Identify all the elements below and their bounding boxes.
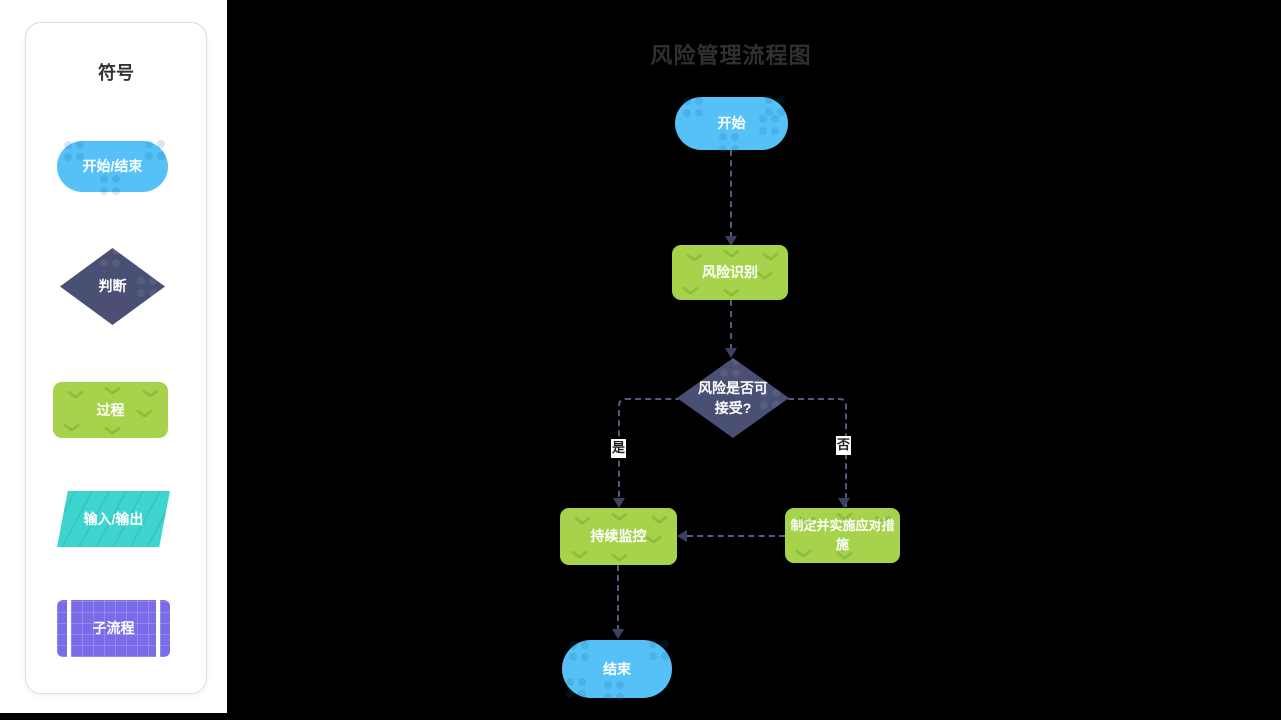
edge-mitigate-monitor[interactable] bbox=[687, 535, 785, 537]
symbol-palette-panel: 符号 开始/结束 判断 过程 bbox=[25, 22, 207, 694]
clover-decor bbox=[725, 139, 733, 147]
arrowhead bbox=[612, 629, 624, 639]
palette-item-label: 判断 bbox=[98, 278, 127, 295]
sprout-decor bbox=[574, 515, 591, 525]
palette-title: 符号 bbox=[98, 63, 134, 83]
sprout-decor bbox=[142, 388, 159, 398]
sprout-decor bbox=[67, 389, 84, 399]
palette-item-subprocess[interactable]: 子流程 bbox=[57, 600, 170, 657]
subprocess-side-bar bbox=[57, 600, 67, 657]
node-label: 制定并实施应对措施 bbox=[790, 517, 895, 552]
sprout-decor bbox=[762, 251, 779, 261]
sprout-decor bbox=[756, 270, 773, 280]
node-label: 结束 bbox=[603, 660, 631, 677]
node-label: 开始 bbox=[717, 115, 746, 132]
edge-label-no[interactable]: 否 bbox=[836, 436, 852, 455]
clover-decor bbox=[655, 646, 663, 654]
edge-start-identify[interactable] bbox=[730, 150, 732, 238]
subprocess-side-bar bbox=[160, 600, 170, 657]
sprout-decor bbox=[611, 511, 628, 521]
petal-decor bbox=[726, 363, 734, 371]
arrowhead bbox=[677, 530, 687, 542]
palette-item-decision[interactable]: 判断 bbox=[60, 248, 165, 325]
diagram-canvas[interactable]: 风险管理流程图 是 否 开始 风险 bbox=[227, 0, 1281, 720]
node-monitor[interactable]: 持续监控 bbox=[560, 508, 677, 565]
palette-item-label: 开始/结束 bbox=[82, 158, 143, 175]
sprout-decor bbox=[571, 549, 588, 559]
clover-decor bbox=[151, 146, 159, 154]
node-end[interactable]: 结束 bbox=[562, 640, 672, 698]
petal-decor bbox=[69, 309, 77, 317]
node-identify[interactable]: 风险识别 bbox=[672, 245, 788, 300]
arrowhead bbox=[838, 498, 850, 508]
sprout-decor bbox=[686, 252, 703, 262]
clover-decor bbox=[572, 684, 580, 692]
palette-item-io[interactable]: 输入/输出 bbox=[57, 491, 170, 547]
node-start[interactable]: 开始 bbox=[675, 97, 788, 150]
clover-decor bbox=[610, 687, 618, 695]
node-decision[interactable]: 风险是否可接受? bbox=[677, 358, 789, 438]
arrowhead bbox=[613, 498, 625, 508]
clover-decor bbox=[106, 181, 114, 189]
palette-item-terminal[interactable]: 开始/结束 bbox=[57, 141, 168, 192]
edge-monitor-end[interactable] bbox=[617, 565, 619, 631]
edge-identify-decision[interactable] bbox=[730, 300, 732, 350]
clover-decor bbox=[771, 102, 779, 110]
sprout-decor bbox=[611, 552, 628, 562]
sprout-decor bbox=[682, 285, 699, 295]
arrowhead bbox=[725, 348, 737, 358]
palette-item-label: 子流程 bbox=[92, 620, 135, 637]
node-label: 风险识别 bbox=[702, 264, 758, 281]
palette-item-process[interactable]: 过程 bbox=[53, 382, 168, 438]
sprout-decor bbox=[723, 248, 740, 258]
edge-label-yes[interactable]: 是 bbox=[611, 439, 627, 458]
petal-decor bbox=[106, 253, 114, 261]
petal-decor bbox=[143, 283, 151, 291]
node-mitigate[interactable]: 制定并实施应对措施 bbox=[785, 508, 900, 563]
subprocess-body: 子流程 bbox=[71, 600, 156, 657]
diagram-title: 风险管理流程图 bbox=[650, 43, 812, 68]
node-label: 持续监控 bbox=[590, 528, 647, 545]
clover-decor bbox=[689, 103, 697, 111]
sprout-decor bbox=[723, 287, 740, 297]
sprout-decor bbox=[136, 408, 153, 418]
clover-decor bbox=[70, 147, 78, 155]
palette-column: 符号 开始/结束 判断 过程 bbox=[0, 0, 227, 713]
palette-item-label: 输入/输出 bbox=[83, 510, 144, 527]
sprout-decor bbox=[104, 385, 121, 395]
sprout-decor bbox=[645, 534, 662, 544]
sprout-decor bbox=[63, 422, 80, 432]
sprout-decor bbox=[104, 425, 121, 435]
edge-decision-monitor[interactable] bbox=[618, 398, 679, 507]
sprout-decor bbox=[651, 514, 668, 524]
palette-item-label: 过程 bbox=[96, 401, 125, 418]
clover-decor bbox=[765, 121, 773, 129]
clover-decor bbox=[575, 647, 583, 655]
petal-decor bbox=[687, 422, 695, 430]
node-label: 风险是否可接受? bbox=[698, 379, 768, 416]
arrowhead bbox=[725, 236, 737, 246]
